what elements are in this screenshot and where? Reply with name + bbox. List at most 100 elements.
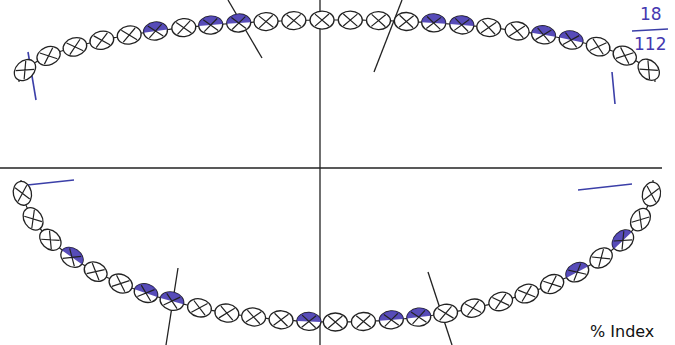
bead-cross — [454, 18, 469, 31]
bead-outline — [132, 281, 161, 306]
bead — [530, 24, 557, 46]
bead — [81, 258, 111, 285]
bead-outline — [512, 281, 541, 306]
end-tick — [578, 184, 632, 190]
bead — [379, 310, 404, 330]
bead-cross — [302, 315, 316, 328]
bead — [35, 225, 65, 255]
end-tick — [612, 72, 615, 104]
bead-outline — [562, 259, 592, 286]
bead-cross — [41, 231, 59, 249]
bead-outline — [338, 11, 362, 29]
bead-cross — [191, 301, 207, 316]
bead — [88, 29, 115, 52]
bead-outline — [634, 55, 664, 85]
bead-cross — [438, 306, 454, 320]
division-line — [374, 0, 402, 72]
bead-cross — [259, 15, 274, 28]
bead — [394, 12, 419, 31]
horizontal-axis — [0, 167, 662, 168]
bead — [186, 297, 213, 320]
bead — [171, 17, 197, 37]
bead-outline — [432, 303, 459, 325]
bead-outline — [186, 297, 213, 320]
bead-cross — [87, 263, 105, 280]
bead-cross — [536, 28, 552, 42]
bead — [11, 180, 34, 207]
bead-cross — [592, 249, 610, 267]
bead-cross — [632, 210, 650, 228]
bead-cross — [644, 186, 659, 202]
bead-outline — [254, 12, 279, 31]
bead — [487, 290, 515, 314]
bead-cross — [274, 313, 289, 326]
bead — [538, 271, 567, 297]
bead — [608, 226, 638, 256]
bead — [158, 289, 186, 313]
bead — [132, 281, 161, 306]
bead — [459, 297, 486, 320]
bead-outline — [268, 310, 293, 330]
bead-cross — [356, 315, 370, 328]
bead-outline — [538, 271, 567, 297]
bead — [640, 180, 663, 207]
fraction-denominator: 112 — [634, 34, 666, 54]
bead — [254, 12, 279, 31]
vertical-axis — [319, 0, 320, 345]
bead-outline — [88, 29, 115, 52]
bead-cross — [16, 61, 34, 79]
bead-cross — [590, 39, 607, 54]
bead — [476, 17, 502, 37]
bead — [562, 259, 592, 286]
bead-outline — [226, 13, 251, 32]
bead — [421, 13, 446, 32]
bead-fill — [608, 226, 632, 249]
bead — [366, 11, 390, 30]
bead — [432, 303, 459, 325]
bead-cross — [219, 306, 235, 320]
bead — [586, 244, 616, 272]
bead — [61, 35, 89, 59]
bead-outline — [198, 15, 223, 35]
bead-cross — [640, 61, 658, 79]
chain-strand — [19, 20, 655, 82]
bead-outline — [476, 17, 502, 37]
chain-strand — [21, 180, 653, 322]
bead-cross — [614, 231, 632, 249]
bead — [406, 307, 432, 328]
bead-outline — [421, 13, 446, 32]
bead-cross — [203, 19, 218, 32]
bead-outline — [19, 204, 47, 234]
bead-outline — [35, 225, 65, 255]
bead-outline — [406, 307, 432, 328]
bead — [584, 35, 612, 59]
bead-cross — [343, 14, 357, 26]
bead — [634, 55, 664, 85]
bead-cross — [24, 210, 42, 228]
bead-cross — [315, 14, 329, 26]
bead — [142, 21, 168, 42]
bead-outline — [608, 226, 638, 256]
bead-outline — [586, 244, 616, 272]
bead — [34, 43, 63, 69]
bead-cross — [176, 21, 191, 34]
bead — [310, 11, 334, 29]
bead — [116, 24, 143, 46]
bead-outline — [11, 180, 34, 207]
bead-fill — [562, 259, 587, 278]
bead-cross — [121, 28, 137, 42]
bead — [338, 11, 362, 29]
bead-cross — [509, 24, 524, 38]
bead — [323, 313, 347, 331]
bead-outline — [241, 307, 267, 328]
bead-outline — [158, 289, 186, 313]
bead-outline — [530, 24, 557, 46]
bead-outline — [394, 12, 419, 31]
bead-cross — [246, 310, 261, 324]
bead-fill — [297, 312, 321, 322]
bead-cross — [67, 39, 84, 54]
bead-cross — [384, 313, 399, 326]
bead-cross — [371, 14, 385, 26]
